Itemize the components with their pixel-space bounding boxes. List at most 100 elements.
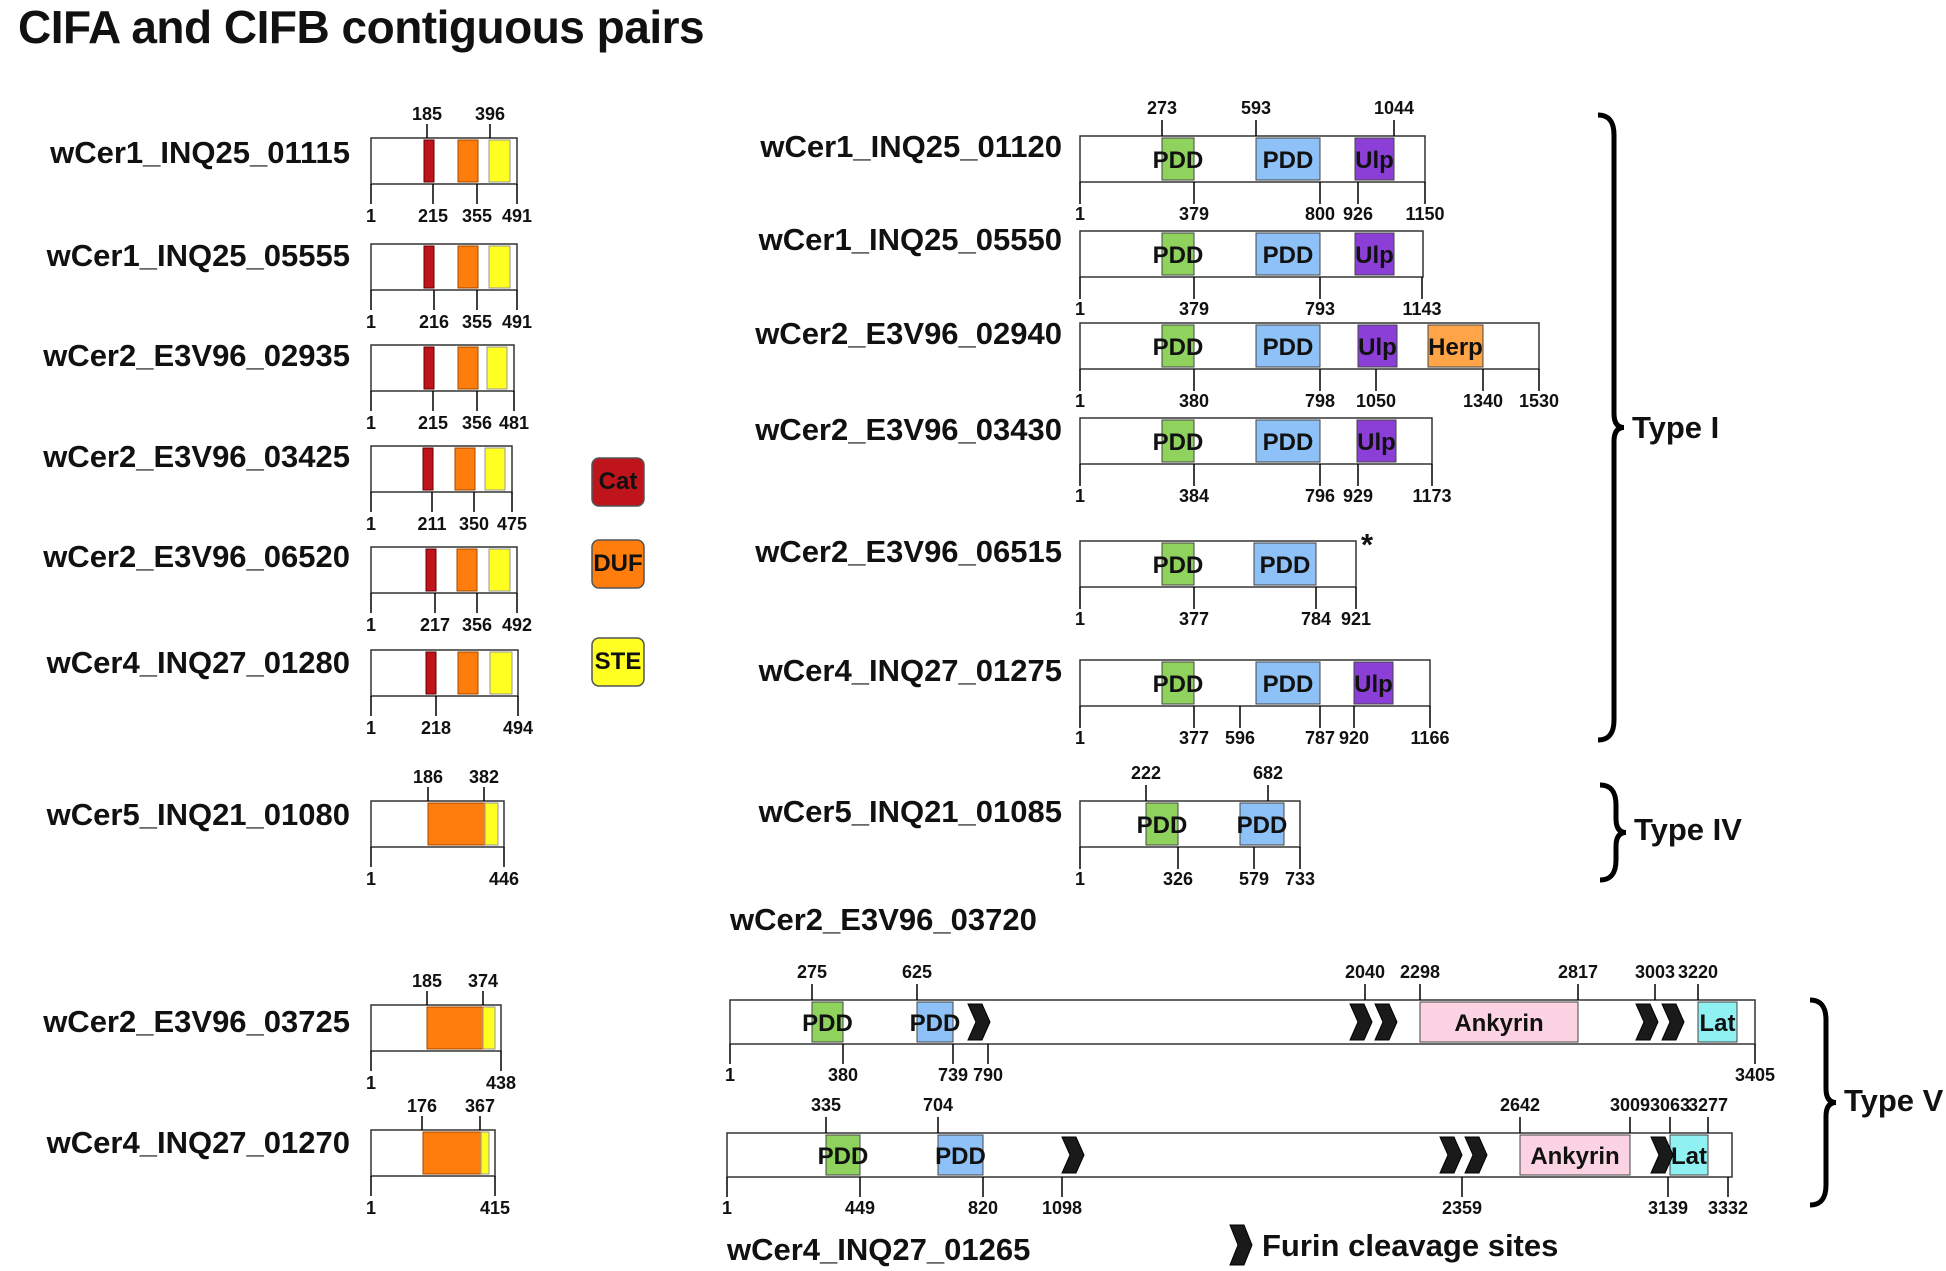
pdd-domain xyxy=(1239,802,1285,846)
position-label: 929 xyxy=(1343,486,1373,506)
position-label: 784 xyxy=(1301,609,1331,629)
ankyrin-domain xyxy=(1519,1134,1631,1176)
position-label: 787 xyxy=(1305,728,1335,748)
domain-label: Ulp xyxy=(1354,671,1393,698)
furin-cleavage-icon xyxy=(1635,1003,1659,1041)
domain-label: PDD xyxy=(1263,242,1314,269)
position-label: 481 xyxy=(499,413,529,433)
position-label: 491 xyxy=(502,312,532,332)
ulp-domain xyxy=(1353,661,1394,705)
position-label: 820 xyxy=(968,1198,998,1218)
position-label: 355 xyxy=(462,206,492,226)
domain-label: PDD xyxy=(1153,334,1204,361)
position-label: 593 xyxy=(1241,98,1271,118)
position-label: 682 xyxy=(1253,763,1283,783)
position-label: 377 xyxy=(1179,609,1209,629)
pdd-domain xyxy=(1255,419,1321,463)
duf-domain xyxy=(456,548,478,592)
domain-label: PDD xyxy=(818,1143,869,1170)
position-label: 1 xyxy=(1075,204,1085,224)
domain-label: PDD xyxy=(1237,812,1288,839)
domain-label: Herp xyxy=(1428,334,1483,361)
position-label: 1150 xyxy=(1405,204,1444,224)
furin-cleavage-icon xyxy=(1374,1003,1398,1041)
position-label: 218 xyxy=(421,718,451,738)
position-label: 494 xyxy=(503,718,533,738)
domain-label: Lat xyxy=(1671,1143,1707,1170)
position-label: 1050 xyxy=(1356,391,1396,411)
pdd-domain xyxy=(1161,137,1195,181)
position-label: 1 xyxy=(366,206,376,226)
position-label: 1143 xyxy=(1402,299,1441,319)
cat-domain xyxy=(423,245,435,289)
ulp-domain xyxy=(1354,137,1395,181)
domain-label: PDD xyxy=(1153,147,1204,174)
protein-name: wCer2_E3V96_03430 xyxy=(754,412,1062,447)
position-label: 625 xyxy=(902,962,932,982)
position-label: 1 xyxy=(366,1073,376,1093)
position-label: 579 xyxy=(1239,869,1269,889)
legend-swatch xyxy=(591,539,645,589)
position-label: 449 xyxy=(845,1198,875,1218)
position-label: 798 xyxy=(1305,391,1335,411)
pdd-domain xyxy=(1255,137,1321,181)
position-label: 1173 xyxy=(1412,486,1451,506)
protein-name: wCer1_INQ25_05555 xyxy=(46,238,350,273)
pdd-domain xyxy=(1161,661,1195,705)
furin-cleavage-icon xyxy=(1661,1003,1685,1041)
position-label: 275 xyxy=(797,962,827,982)
page-title: CIFA and CIFB contiguous pairs xyxy=(18,1,705,53)
lat-domain xyxy=(1697,1001,1738,1043)
position-label: 185 xyxy=(412,104,442,124)
furin-cleavage-icon xyxy=(1061,1136,1085,1174)
position-label: 355 xyxy=(462,312,492,332)
position-label: 2298 xyxy=(1400,962,1440,982)
position-label: 1098 xyxy=(1042,1198,1082,1218)
ste-domain xyxy=(488,139,511,183)
domain-label: PDD xyxy=(1137,812,1188,839)
type-brace xyxy=(1809,997,1837,1208)
herp-domain xyxy=(1427,324,1484,368)
duf-domain xyxy=(427,802,486,846)
pdd-domain xyxy=(1161,542,1195,586)
position-label: 379 xyxy=(1179,204,1209,224)
protein-name: wCer2_E3V96_03720 xyxy=(729,902,1037,937)
position-label: 1 xyxy=(1075,609,1085,629)
furin-cleavage-icon xyxy=(1650,1136,1674,1174)
position-label: 475 xyxy=(497,514,527,534)
protein-name: wCer5_INQ21_01085 xyxy=(758,794,1062,829)
pdd-domain xyxy=(825,1134,861,1176)
ste-domain xyxy=(486,346,508,390)
position-label: 1 xyxy=(366,718,376,738)
position-label: 384 xyxy=(1179,486,1209,506)
position-label: 396 xyxy=(475,104,505,124)
position-label: 491 xyxy=(502,206,532,226)
legend-label: STE xyxy=(595,648,642,675)
cat-domain xyxy=(425,548,437,592)
position-label: 185 xyxy=(412,971,442,991)
ste-domain xyxy=(488,548,511,592)
protein-name: wCer2_E3V96_03425 xyxy=(42,439,350,474)
domain-label: Ulp xyxy=(1358,334,1397,361)
protein-name: wCer4_INQ27_01265 xyxy=(726,1232,1030,1267)
pdd-domain xyxy=(1255,661,1321,705)
furin-cleavage-icon xyxy=(967,1003,991,1041)
ste-domain xyxy=(489,651,513,695)
domain-label: PDD xyxy=(1153,552,1204,579)
position-label: 3139 xyxy=(1648,1198,1688,1218)
cat-domain xyxy=(422,447,434,491)
pdd-domain xyxy=(1161,419,1195,463)
position-label: 920 xyxy=(1339,728,1369,748)
furin-cleavage-icon xyxy=(1464,1136,1488,1174)
furin-cleavage-icon xyxy=(1439,1136,1463,1174)
position-label: 356 xyxy=(462,615,492,635)
type-brace xyxy=(1597,112,1625,743)
protein-name: wCer2_E3V96_02935 xyxy=(42,338,350,373)
ulp-domain xyxy=(1354,232,1395,276)
position-label: 793 xyxy=(1305,299,1335,319)
domain-label: Lat xyxy=(1700,1010,1736,1037)
position-label: 176 xyxy=(407,1096,437,1116)
domain-label: Ulp xyxy=(1357,429,1396,456)
lat-domain xyxy=(1669,1134,1709,1176)
